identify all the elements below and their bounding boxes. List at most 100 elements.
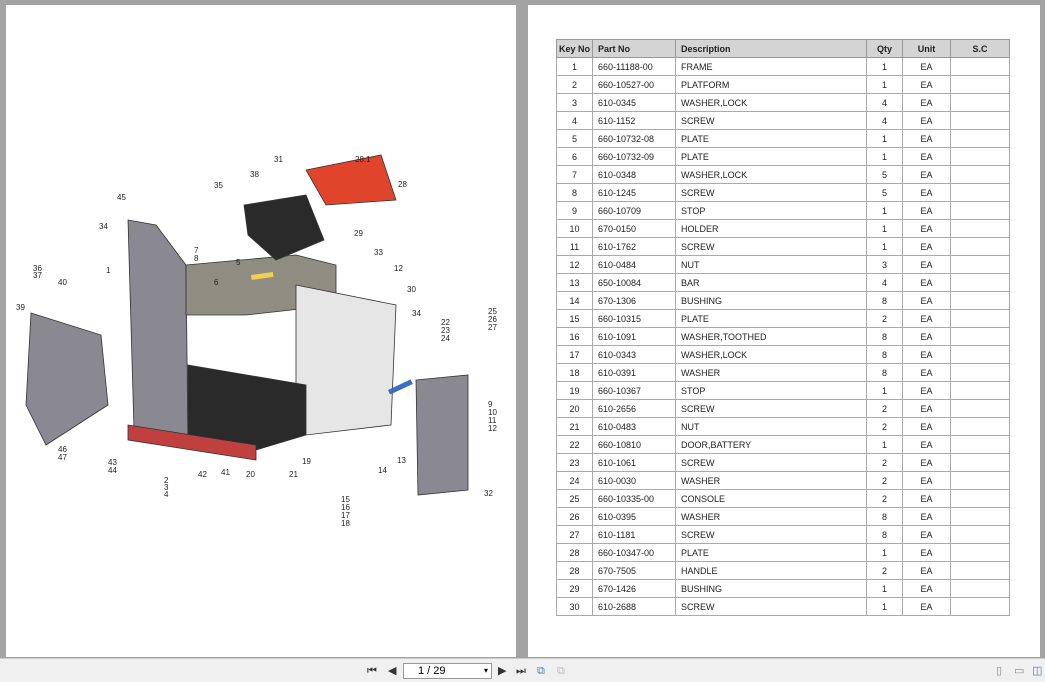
table-cell: WASHER,LOCK — [675, 93, 867, 112]
table-cell: EA — [902, 291, 951, 310]
table-cell: 7 — [556, 165, 593, 184]
table-cell: 27 — [556, 525, 593, 544]
table-cell — [950, 201, 1010, 220]
next-page-button[interactable]: ▶ — [498, 665, 507, 677]
table-cell: 28 — [556, 543, 593, 562]
table-cell: 2 — [866, 399, 903, 418]
last-page-button[interactable]: ⏭ — [516, 665, 526, 677]
table-cell: EA — [902, 435, 951, 454]
table-cell: 660-10709 — [592, 201, 676, 220]
table-cell: 23 — [556, 453, 593, 472]
table-cell: SCREW — [675, 399, 867, 418]
table-cell: WASHER — [675, 471, 867, 490]
two-page-view-icon[interactable]: ◫ — [1032, 665, 1043, 677]
table-cell — [950, 561, 1010, 580]
callout-label: 23 — [441, 326, 450, 335]
table-cell: 16 — [556, 327, 593, 346]
table-cell: HOLDER — [675, 219, 867, 238]
rotate-page-icon[interactable]: ⧉ — [537, 665, 545, 677]
callout-label: 30 — [407, 285, 416, 294]
table-cell: 8 — [866, 363, 903, 382]
table-cell: BAR — [675, 273, 867, 292]
table-cell: 8 — [866, 327, 903, 346]
first-page-button[interactable]: ⏮ — [367, 665, 377, 677]
table-cell: 1 — [866, 597, 903, 616]
table-cell — [950, 471, 1010, 490]
table-cell: PLATFORM — [675, 75, 867, 94]
table-cell: EA — [902, 597, 951, 616]
callout-label: 22 — [441, 318, 450, 327]
table-cell: 1 — [866, 57, 903, 76]
table-cell: 19 — [556, 381, 593, 400]
table-cell: EA — [902, 471, 951, 490]
table-cell: WASHER — [675, 507, 867, 526]
copy-page-icon[interactable]: ⧉ — [557, 665, 565, 677]
table-cell: PLATE — [675, 309, 867, 328]
table-cell — [950, 597, 1010, 616]
table-cell: 8 — [866, 345, 903, 364]
table-cell — [950, 381, 1010, 400]
callout-label: 12 — [394, 264, 403, 273]
table-cell: 1 — [866, 543, 903, 562]
column-header: Description — [675, 39, 867, 58]
table-cell: 2 — [556, 75, 593, 94]
table-cell — [950, 309, 1010, 328]
table-cell: 2 — [866, 471, 903, 490]
table-cell: EA — [902, 309, 951, 328]
column-header: S.C — [950, 39, 1010, 58]
table-cell: WASHER,TOOTHED — [675, 327, 867, 346]
table-cell — [950, 579, 1010, 598]
table-cell: 1 — [866, 201, 903, 220]
table-cell: PLATE — [675, 129, 867, 148]
table-cell — [950, 543, 1010, 562]
callout-label: 26 — [488, 315, 497, 324]
table-cell: EA — [902, 93, 951, 112]
table-cell: EA — [902, 255, 951, 274]
single-page-view-icon[interactable]: ▯ — [996, 665, 1003, 677]
table-cell: 660-10347-00 — [592, 543, 676, 562]
table-cell: 610-0030 — [592, 471, 676, 490]
frame-body — [25, 154, 469, 496]
table-cell: SCREW — [675, 237, 867, 256]
callout-label: 33 — [374, 248, 383, 257]
callout-label: 36 — [33, 264, 42, 273]
table-cell: 30 — [556, 597, 593, 616]
table-cell: WASHER,LOCK — [675, 345, 867, 364]
table-cell: 610-1061 — [592, 453, 676, 472]
table-cell: 5 — [866, 165, 903, 184]
callout-label: 32 — [484, 489, 493, 498]
prev-page-button[interactable]: ◀ — [388, 665, 397, 677]
table-cell: EA — [902, 201, 951, 220]
continuous-view-icon[interactable]: ▭ — [1014, 665, 1025, 677]
callout-label: 34 — [412, 309, 421, 318]
table-cell: 1 — [866, 219, 903, 238]
table-cell: 610-0345 — [592, 93, 676, 112]
table-cell — [950, 129, 1010, 148]
table-cell — [950, 147, 1010, 166]
table-cell: 1 — [866, 237, 903, 256]
callout-label: 4 — [164, 490, 169, 499]
callout-label: 24 — [441, 334, 450, 343]
column-header: Part No — [592, 39, 676, 58]
table-cell: 1 — [866, 75, 903, 94]
table-cell: 1 — [866, 579, 903, 598]
table-cell: EA — [902, 57, 951, 76]
table-cell: CONSOLE — [675, 489, 867, 508]
callout-label: 11 — [488, 416, 497, 425]
callout-label: 25 — [488, 307, 497, 316]
page-number-select[interactable]: 1 / 29▾ — [403, 663, 492, 679]
table-cell: 660-11188-00 — [592, 57, 676, 76]
callout-label: 47 — [58, 453, 67, 462]
table-cell: 24 — [556, 471, 593, 490]
table-cell — [950, 183, 1010, 202]
